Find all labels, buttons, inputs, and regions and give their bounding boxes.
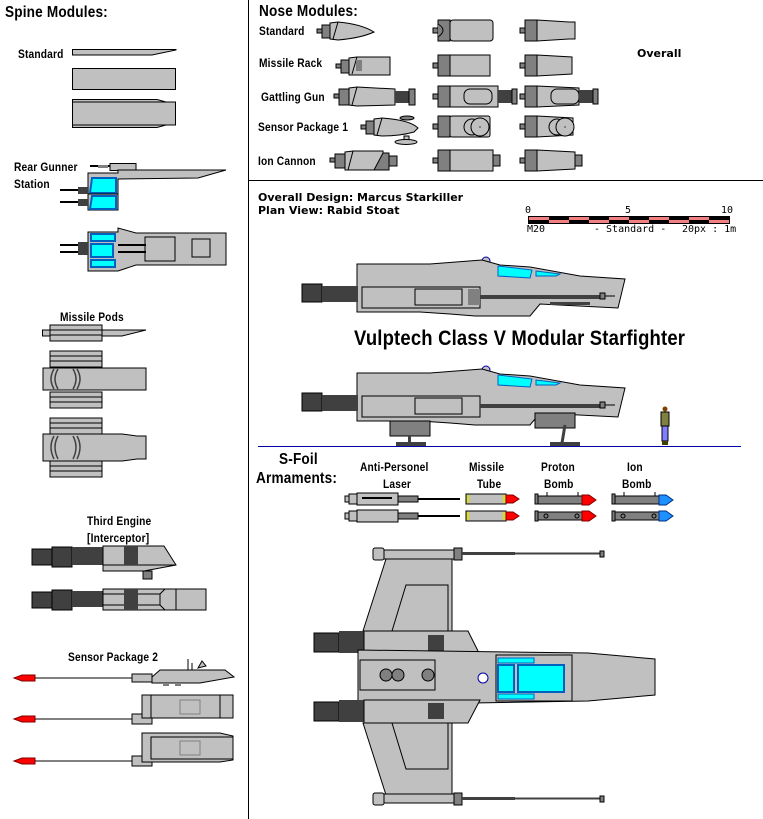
spine-standard-top — [72, 68, 176, 90]
missile-pods-top — [42, 350, 147, 409]
section-divider — [249, 180, 763, 181]
nose-gattling-gun-label: Gattling Gun — [261, 90, 325, 104]
missile-tube-2 — [465, 510, 520, 522]
scale-bar-segment — [649, 217, 669, 220]
third-engine-side — [31, 545, 177, 580]
scale-bar-segment — [629, 220, 649, 223]
proton-bomb-label-2: Bomb — [544, 477, 574, 491]
overall-label: Overall — [637, 47, 682, 60]
starfighter-side-view — [301, 256, 626, 317]
scale-ratio: 20px : 1m — [682, 224, 737, 235]
spine-modules-heading: Spine Modules: — [5, 4, 108, 21]
nose-missile-rack-label: Missile Rack — [259, 56, 323, 70]
scale-bar-segment — [709, 217, 729, 220]
ion-bomb-2 — [611, 510, 674, 522]
scale-tick-10: 10 — [721, 205, 734, 216]
nose-standard-top — [432, 19, 494, 42]
missile-tube-1 — [465, 493, 520, 505]
rear-gunner-side — [60, 163, 227, 211]
scale-bar-segment — [709, 220, 729, 223]
scale-bar-segment — [569, 217, 589, 220]
scale-bar-segment — [529, 217, 549, 220]
nose-missile-rack-side — [335, 56, 391, 76]
nose-ion-cannon-top — [432, 149, 501, 172]
missile-tube-label-2: Tube — [477, 477, 502, 491]
rear-gunner-label-1: Rear Gunner — [14, 160, 78, 174]
missile-pods-label: Missile Pods — [60, 310, 124, 324]
scale-standard: - Standard - — [594, 224, 667, 235]
third-engine-top — [31, 588, 207, 611]
spine-standard-side — [72, 49, 177, 56]
sensor-package-2-label: Sensor Package 2 — [68, 650, 159, 664]
scale-bar-segment — [609, 217, 629, 220]
scale-bar-segment — [589, 217, 609, 220]
third-engine-label-1: Third Engine — [87, 514, 152, 528]
anti-personel-laser-label-1: Anti-Personel — [360, 460, 429, 474]
scale-bar-segment — [569, 220, 589, 223]
laser-weapon-1 — [344, 492, 460, 506]
scale-bar-segment — [689, 220, 709, 223]
scale-bar-segment — [649, 220, 669, 223]
nose-sensor-package-1-bottom — [519, 115, 575, 138]
ion-bomb-label-1: Ion — [627, 460, 643, 474]
scale-bar-segment — [549, 217, 569, 220]
scale-bar-segment — [529, 220, 549, 223]
ion-bomb-label-2: Bomb — [622, 477, 652, 491]
nose-ion-cannon-bottom — [519, 149, 583, 172]
credit-design: Overall Design: Marcus Starkiller — [258, 191, 464, 204]
nose-gattling-gun-bottom — [519, 85, 599, 108]
scale-bar-segment — [669, 217, 689, 220]
scale-bar-segment — [689, 217, 709, 220]
nose-modules-heading: Nose Modules: — [259, 3, 358, 20]
starfighter-plan-view — [313, 547, 656, 806]
nose-standard-bottom — [519, 19, 576, 42]
missile-pods-bottom — [42, 417, 147, 478]
missile-tube-label-1: Missile — [469, 460, 505, 474]
sensor-package-2-bottom — [12, 732, 234, 767]
scale-tick-0: 0 — [525, 205, 532, 216]
third-engine-label-2: [Interceptor] — [87, 531, 150, 545]
ion-bomb-1 — [611, 492, 674, 506]
nose-standard-side — [316, 21, 376, 41]
sfoil-heading-1: S-Foil — [279, 451, 318, 468]
scale-bar — [528, 216, 730, 224]
scale-model-code: M20 — [527, 224, 546, 235]
rear-gunner-top — [60, 227, 227, 272]
laser-weapon-2 — [344, 509, 460, 523]
sfoil-heading-2: Armaments: — [256, 470, 338, 487]
nose-sensor-package-1-top — [432, 115, 491, 138]
nose-gattling-gun-side — [333, 86, 416, 107]
nose-missile-rack-top — [432, 54, 491, 77]
scale-tick-5: 5 — [625, 205, 632, 216]
nose-gattling-gun-top — [432, 85, 518, 108]
scale-bar-segment — [549, 220, 569, 223]
scale-bar-segment — [609, 220, 629, 223]
scale-bar-segment — [589, 220, 609, 223]
anti-personel-laser-label-2: Laser — [383, 477, 412, 491]
scale-bar-segment — [629, 217, 649, 220]
nose-ion-cannon-side — [329, 150, 398, 171]
scale-bar-segment — [669, 220, 689, 223]
proton-bomb-1 — [534, 492, 597, 506]
sensor-package-2-side — [12, 659, 236, 686]
starfighter-landed-view — [301, 365, 626, 446]
rear-gunner-label-2: Station — [14, 177, 50, 191]
sensor-package-2-top — [12, 694, 234, 725]
nose-sensor-package-1-label: Sensor Package 1 — [258, 120, 349, 134]
human-scale-figure — [660, 406, 670, 445]
ground-line — [258, 446, 741, 447]
column-divider — [248, 0, 249, 819]
credit-plan-view: Plan View: Rabid Stoat — [258, 204, 400, 217]
spine-standard-bottom — [72, 99, 176, 128]
proton-bomb-label-1: Proton — [541, 460, 575, 474]
main-title: Vulptech Class V Modular Starfighter — [354, 327, 686, 350]
nose-missile-rack-bottom — [519, 54, 573, 77]
proton-bomb-2 — [534, 510, 597, 522]
nose-ion-cannon-label: Ion Cannon — [258, 154, 316, 168]
nose-standard-label: Standard — [259, 24, 305, 38]
nose-sensor-package-1-side — [360, 115, 419, 145]
missile-pods-side — [42, 324, 147, 342]
spine-standard-label: Standard — [18, 47, 64, 61]
